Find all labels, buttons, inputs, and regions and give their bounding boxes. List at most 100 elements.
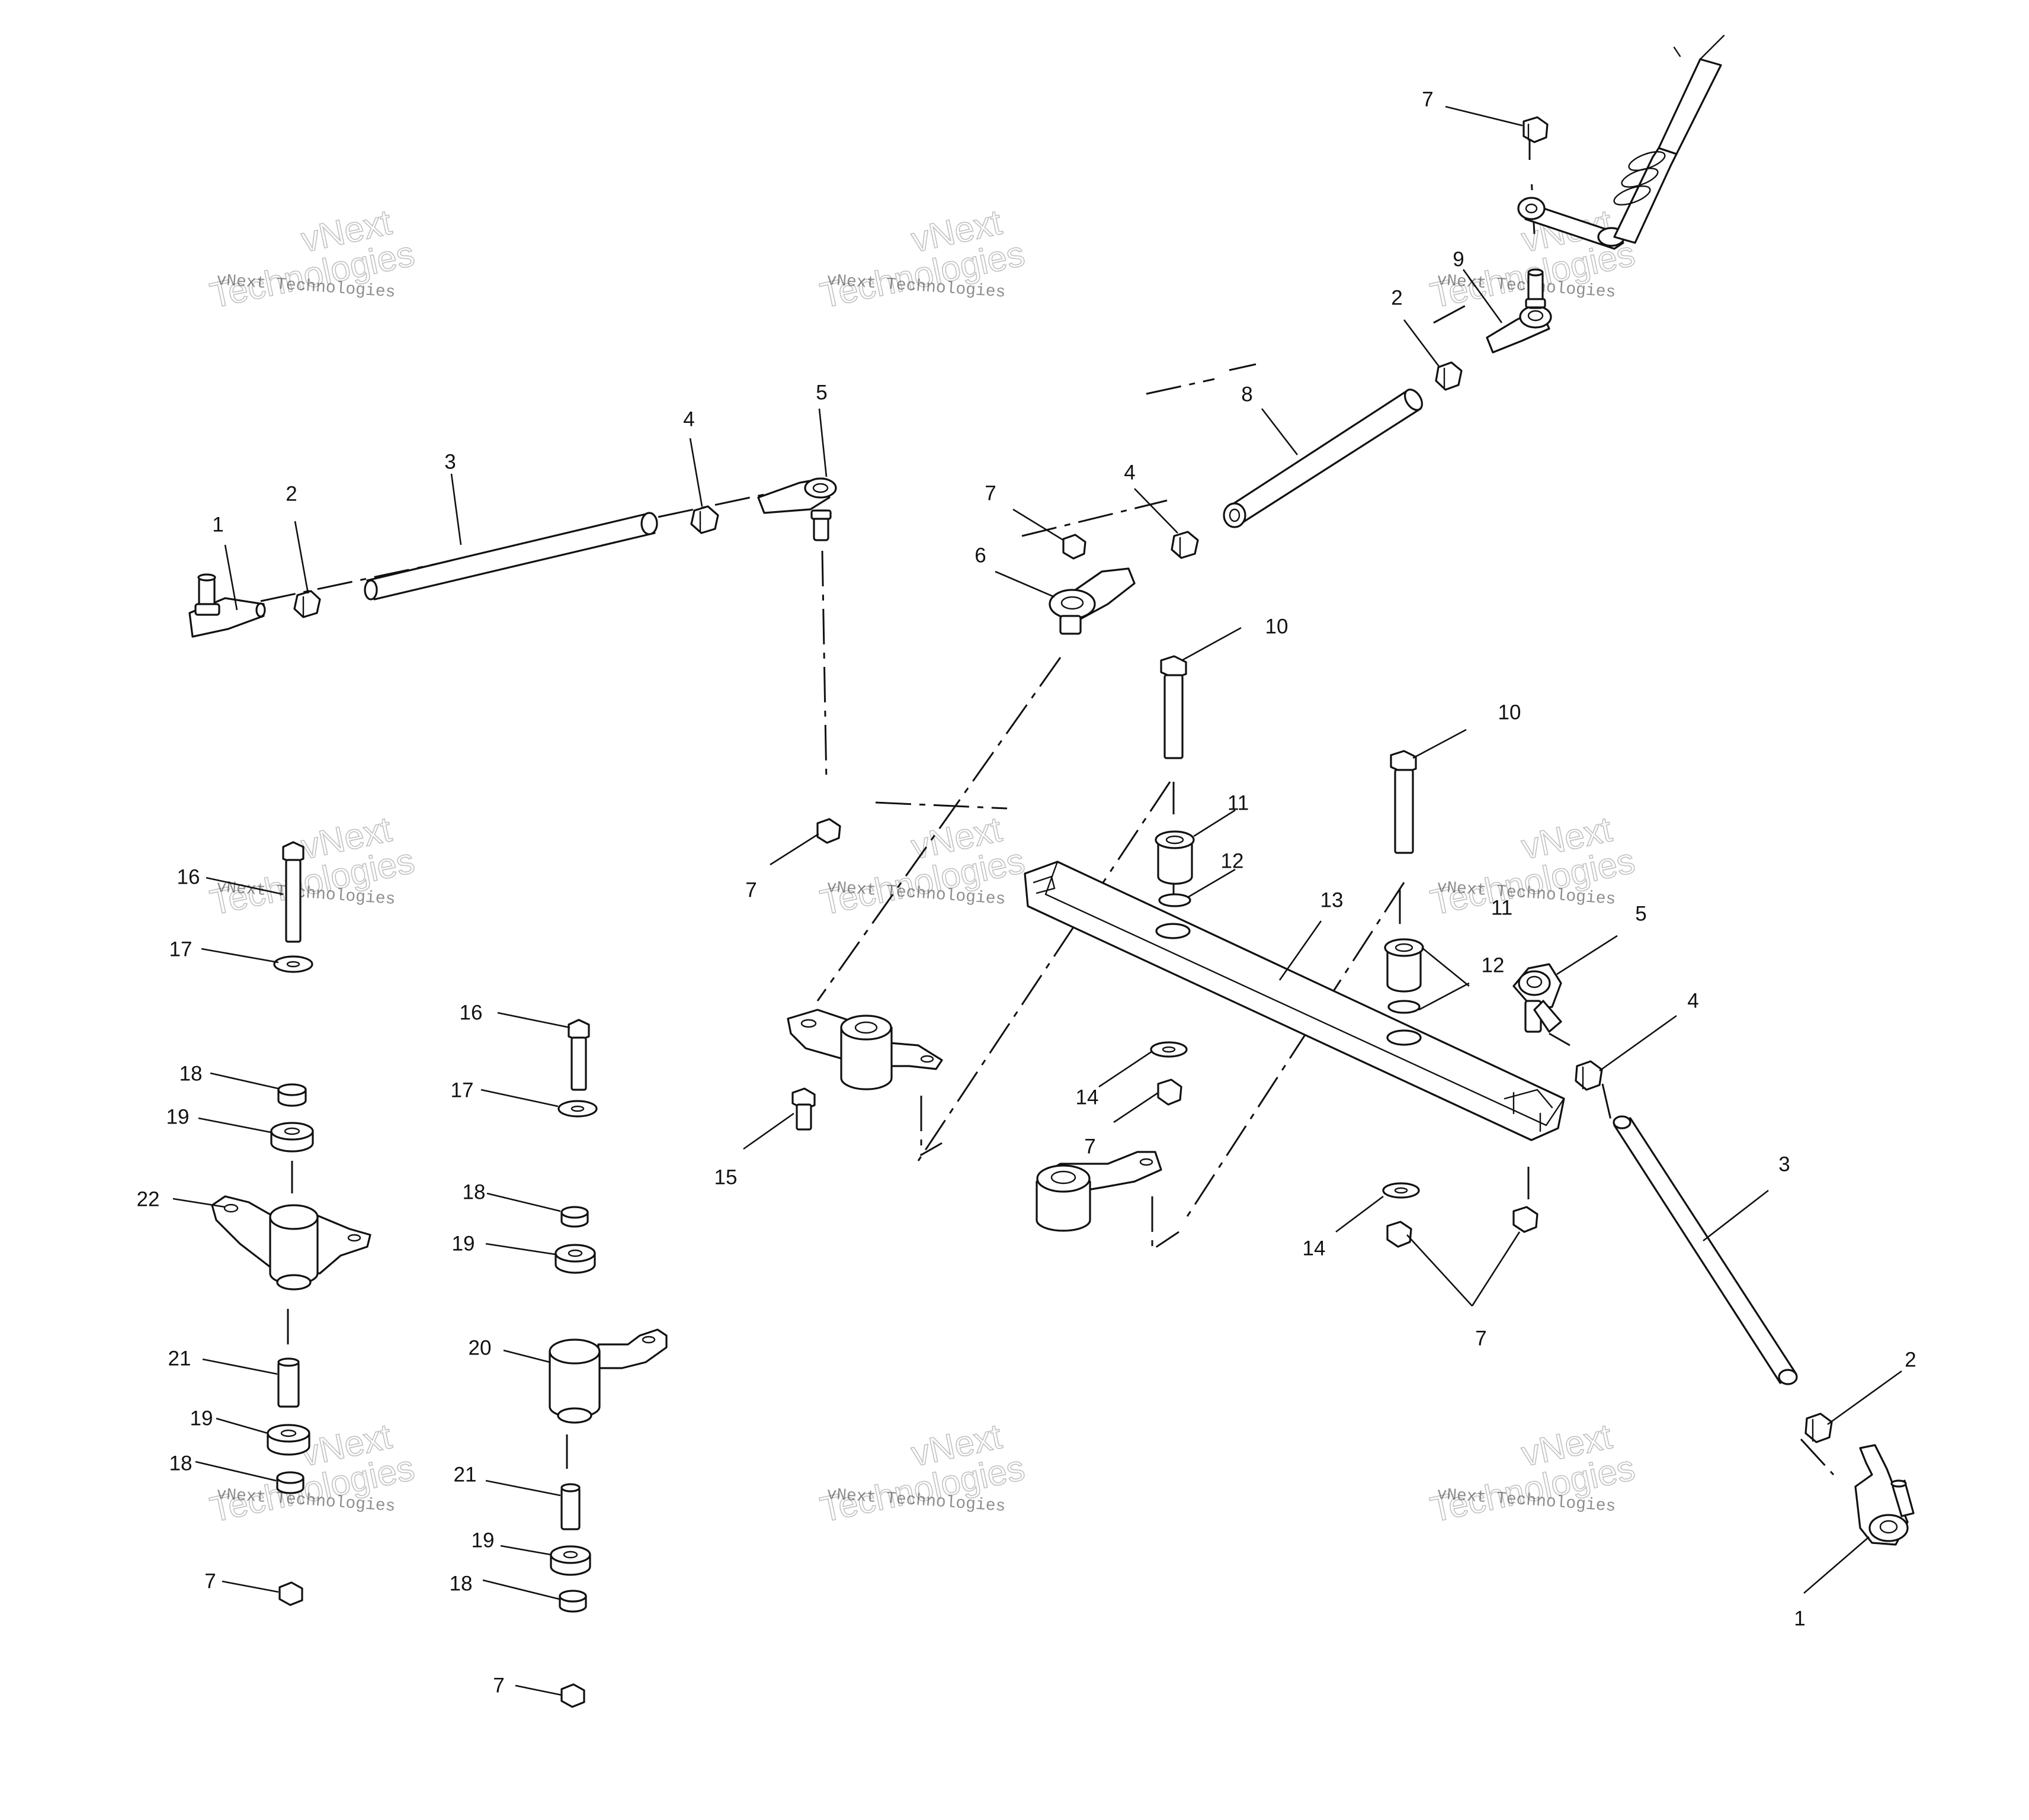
callout-22: 22 <box>137 1187 160 1211</box>
callout-19: 19 <box>166 1105 190 1128</box>
upper-tie-rod-end-6 <box>1049 567 1136 635</box>
right-jam-nut-4 <box>1575 1060 1603 1091</box>
callout-21: 21 <box>454 1463 477 1486</box>
upper-jam-nut-2 <box>1435 361 1463 391</box>
right-jam-nut-2 <box>1804 1413 1833 1443</box>
callout-2: 2 <box>1905 1348 1916 1371</box>
spacer-19-left-top <box>270 1122 314 1153</box>
callout-14: 14 <box>1303 1237 1326 1260</box>
callout-12: 12 <box>1482 954 1505 977</box>
steering-tie-rod-8 <box>1223 389 1424 528</box>
callout-7: 7 <box>204 1569 216 1593</box>
mount-bracket-left <box>787 1009 943 1090</box>
callout-9: 9 <box>1453 248 1464 271</box>
callout-15: 15 <box>714 1166 738 1189</box>
bolt-16-right <box>568 1019 590 1091</box>
callout-5: 5 <box>1635 902 1646 925</box>
spindle-20 <box>549 1328 668 1424</box>
o-ring-12-left <box>1158 893 1191 907</box>
left-tie-rod-tube <box>364 512 658 601</box>
callout-7: 7 <box>493 1674 504 1697</box>
callout-10: 10 <box>1265 615 1288 638</box>
callout-21: 21 <box>168 1347 191 1370</box>
steering-post <box>1613 34 1725 244</box>
callout-2: 2 <box>1391 286 1402 309</box>
assembly-centerlines <box>260 139 1835 1476</box>
callout-18: 18 <box>450 1572 473 1595</box>
callout-17: 17 <box>169 938 193 961</box>
nut-18-left <box>277 1083 307 1107</box>
washer-14-left <box>1150 1041 1188 1058</box>
callout-18: 18 <box>463 1180 486 1203</box>
bushing-11-left <box>1155 830 1195 885</box>
callout-14: 14 <box>1076 1086 1099 1109</box>
bushing-11-right <box>1384 938 1424 993</box>
nut-7-right-a <box>1386 1221 1412 1248</box>
watermark-group: Technologies vNext vNext Technologies Te… <box>206 201 1639 1530</box>
callout-2: 2 <box>286 482 297 505</box>
o-ring-12-right <box>1387 1000 1421 1014</box>
callout-12: 12 <box>1221 849 1244 872</box>
callout-11: 11 <box>1491 896 1512 919</box>
bolt-10-left <box>1160 655 1187 759</box>
washer-14-right <box>1382 1182 1420 1199</box>
callout-6: 6 <box>975 544 986 567</box>
callout-16: 16 <box>460 1001 483 1024</box>
left-tie-rod-end <box>188 573 266 638</box>
callout-7: 7 <box>1475 1327 1486 1350</box>
spacer-19-right-bottom <box>550 1545 591 1576</box>
callout-17: 17 <box>451 1078 474 1102</box>
callout-20: 20 <box>469 1336 492 1359</box>
callout-7: 7 <box>1084 1135 1095 1158</box>
bolt-15 <box>791 1087 816 1131</box>
mount-bracket-center <box>1036 1151 1162 1232</box>
callout-3: 3 <box>444 450 456 473</box>
right-tie-rod-end-1 <box>1854 1444 1915 1546</box>
nut-7-right-b <box>1512 1206 1538 1233</box>
callout-13: 13 <box>1320 888 1344 911</box>
left-jam-nut <box>293 590 321 618</box>
washer-17-left <box>273 955 313 973</box>
right-tie-rod-end-5 <box>1512 963 1562 1033</box>
callout-18: 18 <box>179 1062 203 1085</box>
nut-7-right-bottom <box>560 1683 585 1708</box>
callout-labels: 1 2 3 4 5 6 7 8 4 2 9 7 10 10 11 12 11 1… <box>137 88 1916 1697</box>
spacer-19-right-top <box>554 1244 596 1274</box>
bolt-10-right <box>1390 750 1417 854</box>
nut-18-right <box>560 1206 589 1228</box>
callout-4: 4 <box>683 407 694 431</box>
callout-1: 1 <box>212 513 223 536</box>
right-tie-rod-tube-3 <box>1613 1115 1798 1385</box>
callout-19: 19 <box>452 1232 475 1255</box>
leader-lines <box>172 105 1902 1696</box>
nut-7-left-bottom <box>278 1581 303 1606</box>
callout-3: 3 <box>1778 1153 1790 1176</box>
callout-7: 7 <box>745 878 757 901</box>
nut-18-left-bottom <box>276 1471 304 1494</box>
callout-11: 11 <box>1227 791 1249 814</box>
nut-7-left-mid <box>1157 1078 1182 1106</box>
callout-7: 7 <box>1422 88 1433 111</box>
spacer-19-left-bottom <box>267 1424 310 1456</box>
washer-17-right <box>557 1100 598 1118</box>
sleeve-21-right <box>560 1483 581 1530</box>
callout-18: 18 <box>169 1452 193 1475</box>
steering-tie-rod-end-9 <box>1486 268 1552 354</box>
nut-18-right-bottom <box>559 1590 587 1613</box>
bolt-16-left <box>282 841 304 943</box>
left-inner-tie-rod-end <box>757 477 837 541</box>
upper-nut-7 <box>1062 534 1086 560</box>
callout-4: 4 <box>1687 989 1698 1012</box>
callout-4: 4 <box>1124 461 1135 484</box>
cross-member-13 <box>1024 861 1565 1141</box>
callout-16: 16 <box>177 865 200 888</box>
callout-1: 1 <box>1794 1607 1805 1630</box>
callout-10: 10 <box>1498 701 1521 724</box>
callout-8: 8 <box>1241 383 1252 406</box>
sleeve-21-left <box>277 1357 300 1408</box>
callout-19: 19 <box>472 1529 495 1552</box>
callout-5: 5 <box>816 381 827 404</box>
spindle-22 <box>211 1195 371 1291</box>
upper-jam-nut-4 <box>1171 531 1199 559</box>
